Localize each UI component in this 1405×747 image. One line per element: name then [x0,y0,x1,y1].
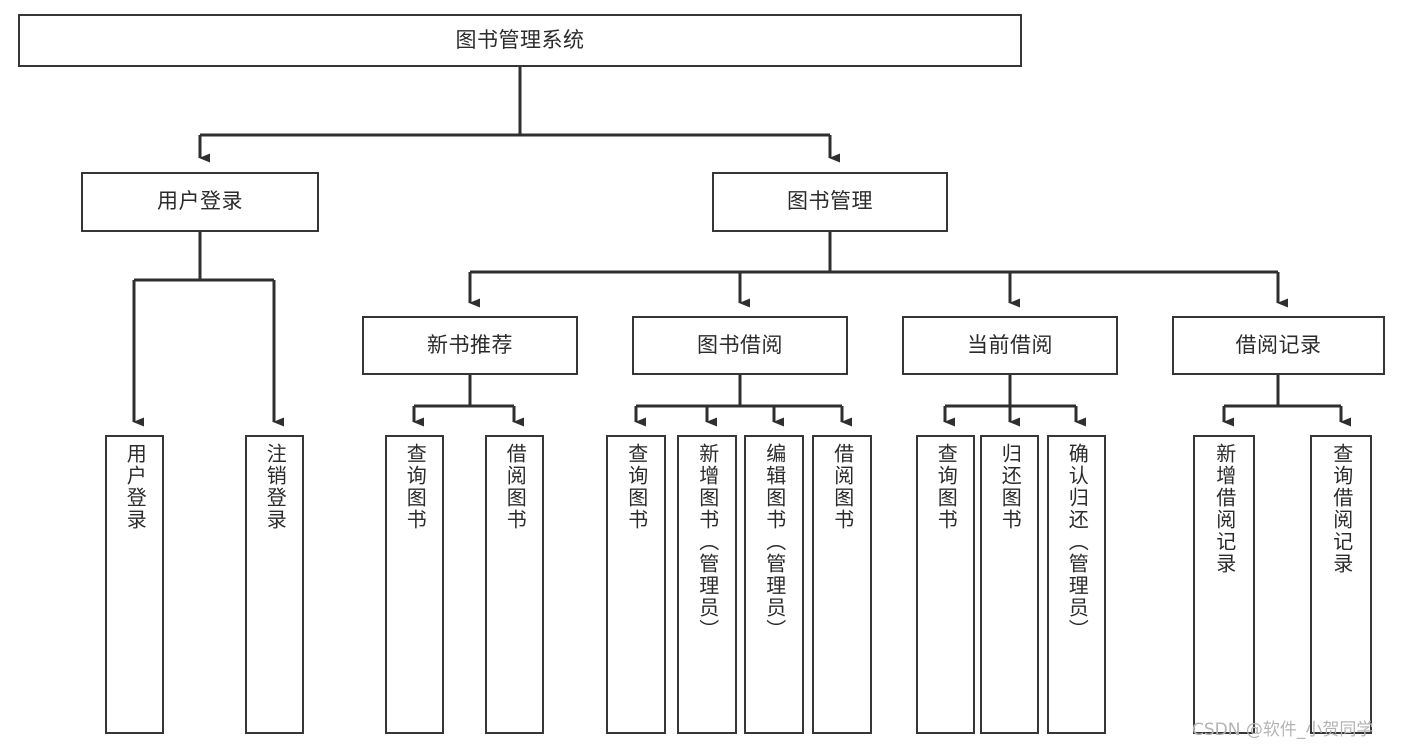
node-leaf-user-login[interactable]: 用户登录 [105,435,164,734]
node-current-borrow-label: 当前借阅 [967,332,1053,357]
node-root-book-management-system[interactable]: 图书管理系统 [18,14,1022,67]
node-leaf-return-book[interactable]: 归还图书 [980,435,1039,734]
node-leaf-borrow-book[interactable]: 借阅图书 [812,435,872,734]
node-leaf-borrow-book-label: 借阅图书 [830,443,855,531]
node-leaf-query-book-borrow[interactable]: 查询图书 [606,435,666,734]
node-book-manage[interactable]: 图书管理 [712,172,948,232]
node-book-borrow-label: 图书借阅 [697,332,783,357]
node-new-book-recommend-label: 新书推荐 [427,332,513,357]
node-new-book-recommend[interactable]: 新书推荐 [362,316,578,375]
node-leaf-user-login-label: 用户登录 [123,443,148,531]
node-book-borrow[interactable]: 图书借阅 [632,316,848,375]
node-leaf-query-borrow-record[interactable]: 查询借阅记录 [1310,435,1372,734]
node-root-label: 图书管理系统 [455,27,585,52]
node-leaf-confirm-return-admin-label: 确认归还（管理员） [1065,443,1090,641]
node-borrow-record[interactable]: 借阅记录 [1172,316,1385,375]
node-leaf-add-borrow-record[interactable]: 新增借阅记录 [1193,435,1255,734]
csdn-watermark: CSDN @软件_小贺同学 [1192,720,1374,740]
node-user-login-label: 用户登录 [157,189,243,214]
node-leaf-query-book-recommend-label: 查询图书 [403,443,428,531]
node-user-login[interactable]: 用户登录 [81,172,319,232]
node-leaf-query-borrow-record-label: 查询借阅记录 [1329,443,1354,575]
node-book-manage-label: 图书管理 [787,189,873,214]
node-leaf-logout-label: 注销登录 [263,443,288,531]
node-leaf-add-borrow-record-label: 新增借阅记录 [1212,443,1237,575]
node-leaf-return-book-label: 归还图书 [998,443,1023,531]
node-leaf-add-book-admin[interactable]: 新增图书（管理员） [677,435,737,734]
node-leaf-query-book-current-label: 查询图书 [934,443,959,531]
node-current-borrow[interactable]: 当前借阅 [902,316,1118,375]
node-leaf-confirm-return-admin[interactable]: 确认归还（管理员） [1047,435,1106,734]
node-leaf-add-book-admin-label: 新增图书（管理员） [695,443,720,641]
node-leaf-logout[interactable]: 注销登录 [245,435,304,734]
node-leaf-edit-book-admin-label: 编辑图书（管理员） [762,443,787,641]
node-leaf-query-book-current[interactable]: 查询图书 [916,435,975,734]
node-borrow-record-label: 借阅记录 [1235,332,1322,357]
node-leaf-edit-book-admin[interactable]: 编辑图书（管理员） [744,435,804,734]
node-leaf-query-book-borrow-label: 查询图书 [624,443,649,531]
node-leaf-query-book-recommend[interactable]: 查询图书 [385,435,444,734]
node-leaf-borrow-book-recommend[interactable]: 借阅图书 [485,435,544,734]
node-leaf-borrow-book-recommend-label: 借阅图书 [503,443,528,531]
